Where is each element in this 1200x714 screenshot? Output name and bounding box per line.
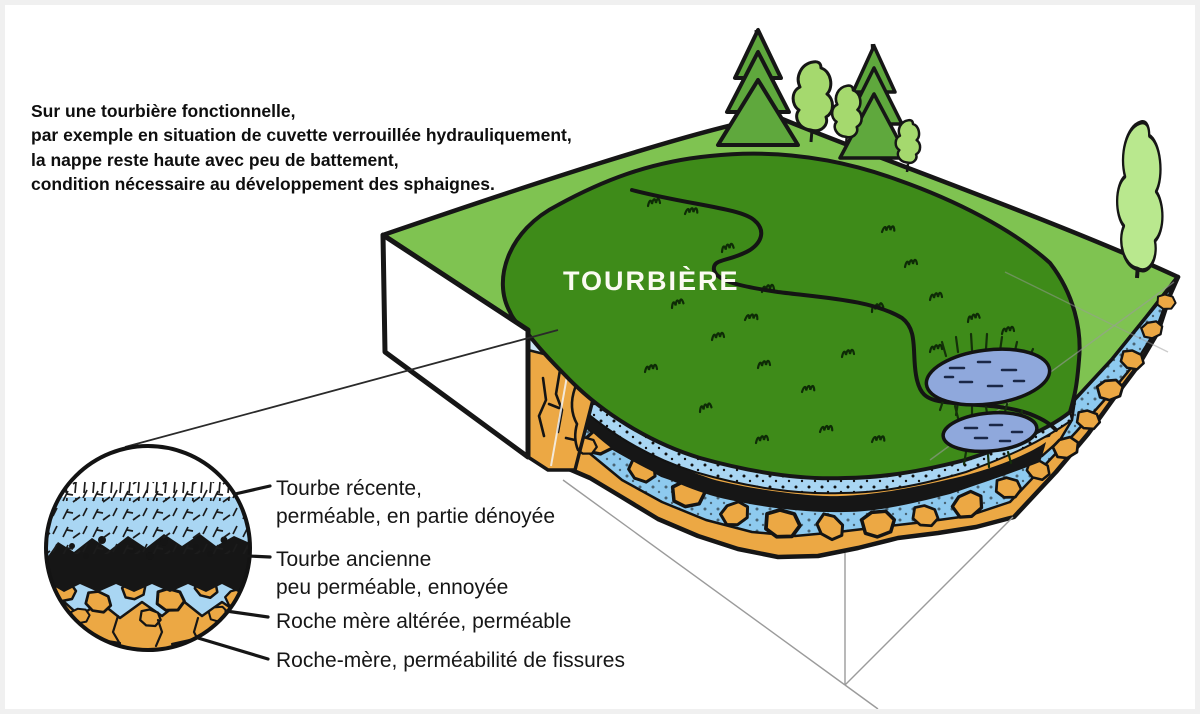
label-tourbe-ancienne: Tourbe ancienne peu perméable, ennoyée [276,546,508,602]
bush-3-stem [905,163,910,173]
label-tourbe-recente-line2: perméable, en partie dénoyée [276,505,556,528]
bush-1-stem [809,129,814,143]
intro-line-1: Sur une tourbière fonctionnelle, [31,101,296,121]
magnifier-connector-line [124,329,559,448]
leader-line-2 [246,554,272,559]
conifer-tree-2 [838,44,910,160]
leader-line-4 [196,636,270,661]
recent-peat-speckle [526,334,1072,494]
intro-line-3: la nappe reste haute avec peu de batteme… [31,149,399,170]
pool-lower [941,410,1039,454]
label-tourbe-ancienne-line1: Tourbe ancienne [276,548,432,571]
pool-upper [924,347,1052,407]
label-tourbe-recente-line1: Tourbe récente, [276,477,422,500]
leader-line-1 [233,484,272,496]
box-edge-left [562,479,846,686]
label-roche-mere: Roche-mère, perméabilité de fissures [276,649,625,672]
label-roche-alteree: Roche mère altérée, perméable [276,610,572,633]
trees [716,28,1162,279]
label-tourbe-recente: Tourbe récente, perméable, en partie dén… [276,475,555,531]
groundwater-speckle [536,284,1174,536]
block-front-face [380,232,531,460]
bog-pools [924,332,1052,469]
intro-text: Sur une tourbière fonctionnelle, par exe… [31,99,572,197]
perspective-box-lines [562,479,1014,710]
conifer-tree-1 [716,28,800,147]
pool-water-dashes [943,360,1026,443]
broadleaf-bush-3 [894,118,922,165]
broadleaf-bush-2 [830,84,863,139]
broadleaf-bush-1 [791,60,834,133]
tall-broadleaf-tree [1117,122,1162,270]
label-leader-lines [196,484,272,661]
old-peat-band [530,350,1046,513]
wedge-cracks [537,368,580,452]
label-tourbe-ancienne-line2: peu perméable, ennoyée [276,576,509,599]
box-edge-right [844,516,1014,686]
box-edge-continuation [844,684,879,710]
bog-surface-label: TOURBIÈRE [563,265,740,296]
intro-line-2: par exemple en situation de cuvette verr… [31,125,572,146]
perspective-line-hidden-edge-2 [1004,271,1169,353]
magnifier-contents [47,480,249,649]
magnifier-circle-outline [44,444,252,652]
inset-surface-fringe [47,480,249,501]
intro-line-4: condition nécessaire au développement de… [31,174,495,195]
leader-line-3 [224,609,270,619]
